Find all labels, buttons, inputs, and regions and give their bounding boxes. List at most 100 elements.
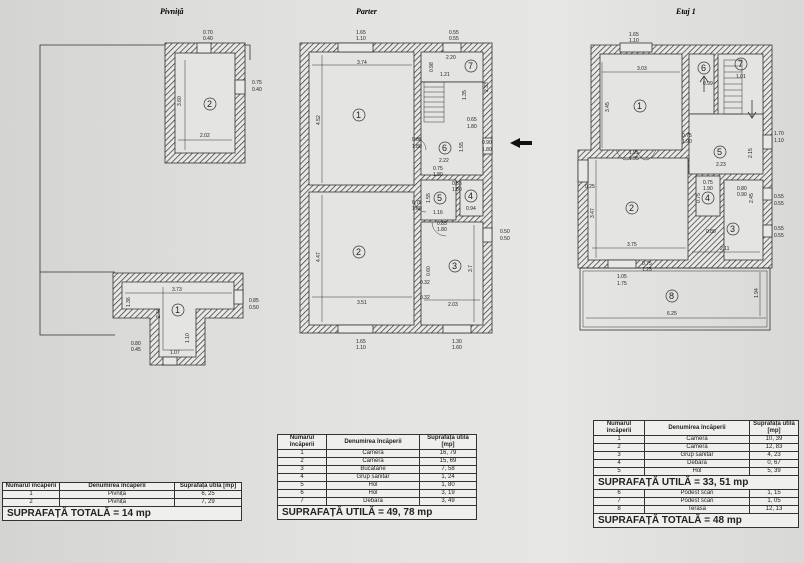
subtotal-area: SUPRAFAȚĂ UTILĂ = 33, 51 mp — [593, 475, 799, 490]
dim-label: 3.60 — [177, 96, 183, 106]
room-number: 4 — [468, 191, 473, 201]
dim-label: 0.55 — [774, 194, 784, 200]
cell: 10, 39 — [749, 435, 799, 444]
dim-label: 3.47 — [590, 208, 596, 218]
dim-label: 1.90 — [703, 186, 713, 192]
dim-label: 0.40 — [252, 87, 262, 93]
dim-label: 1.94 — [754, 288, 760, 298]
cell: 6, 25 — [174, 490, 242, 499]
cell: 12, 83 — [749, 443, 799, 452]
cell: 7, 29 — [174, 498, 242, 507]
cell: Podest scări — [644, 489, 750, 498]
plan-title-parter: Parter — [356, 7, 378, 16]
dim-label: 1.10 — [629, 38, 639, 44]
cell: Cameră — [644, 443, 750, 452]
dim-label: 0.85 — [437, 221, 447, 227]
cell: Grup sanitar — [326, 473, 420, 482]
cell: 5 — [277, 481, 327, 490]
dim-label: 1.70 — [774, 131, 784, 137]
cell: 0, 67 — [749, 459, 799, 468]
dim-label: 0.75 — [412, 200, 422, 206]
cell: 5 — [593, 467, 645, 476]
col-header: Suprafața utilă [mp] — [419, 434, 477, 450]
col-header: Denumirea încăperii — [326, 434, 420, 450]
room-number: 1 — [175, 305, 180, 315]
cell: 3 — [593, 451, 645, 460]
dim-label: 0.50 — [249, 305, 259, 311]
cell: 1, 24 — [419, 473, 477, 482]
col-header: Numărul încăperii — [2, 482, 60, 491]
cell: Hol — [644, 467, 750, 476]
room-number: 4 — [705, 193, 710, 203]
total-area: SUPRAFAȚĂ TOTALĂ = 48 mp — [593, 513, 799, 528]
dim-label: 0.75 — [433, 166, 443, 172]
dim-label: 1.16 — [433, 210, 443, 216]
dim-label: 0.32 — [420, 295, 430, 301]
dim-label: 0.60 — [426, 266, 432, 276]
cell: Cameră — [326, 457, 420, 466]
dim-label: 1.80 — [412, 206, 422, 212]
col-header: Suprafața utilă [mp] — [749, 420, 799, 436]
dim-label: 1.80 — [452, 187, 462, 193]
dim-label: 0.70 — [203, 30, 213, 36]
room-number: 7 — [738, 59, 743, 69]
dim-label: 0.50 — [500, 236, 510, 242]
dim-label: 0.75 — [682, 133, 692, 139]
dim-label: 0.90 — [482, 140, 492, 146]
cell: 2 — [2, 498, 60, 507]
dim-label: 0.55 — [774, 201, 784, 207]
cell: Cameră — [644, 435, 750, 444]
room-number: 3 — [452, 261, 457, 271]
dim-label: 1.10 — [185, 333, 191, 343]
cell: Podest scări — [644, 497, 750, 506]
col-header: Denumirea încăperii — [59, 482, 175, 491]
cell: Debara — [326, 497, 420, 506]
room-number: 8 — [669, 291, 674, 301]
entrance-arrow-icon — [510, 138, 532, 148]
dim-label: 3.75 — [627, 242, 637, 248]
dim-label: 3.51 — [357, 300, 367, 306]
room-number: 3 — [730, 224, 735, 234]
dim-label: 1.60 — [452, 345, 462, 351]
room-number: 2 — [207, 99, 212, 109]
cell: 1, 05 — [749, 497, 799, 506]
dim-label: 1.35 — [462, 90, 468, 100]
room-number: 6 — [442, 143, 447, 153]
cell: 1, 80 — [419, 481, 477, 490]
dim-label: 0.65 — [467, 117, 477, 123]
dim-label: 1.10 — [356, 36, 366, 42]
dim-label: 1.80 — [467, 124, 477, 130]
dim-label: 0.85 — [249, 298, 259, 304]
plan-title-pivnita: Pivniță — [160, 7, 184, 16]
legend-table-etaj1: Numărul încăperii Denumirea încăperii Su… — [593, 420, 799, 528]
cell: 7 — [593, 497, 645, 506]
dim-label: 0.55 — [449, 36, 459, 42]
dim-label: 1.75 — [617, 281, 627, 287]
dim-label: 3.03 — [637, 66, 647, 72]
dim-label: 0.55 — [774, 233, 784, 239]
dim-label: 1.55 — [426, 193, 432, 203]
cell: 1 — [277, 449, 327, 458]
room-number: 6 — [701, 63, 706, 73]
cell: 3 — [277, 465, 327, 474]
dim-label: 1.05 — [617, 274, 627, 280]
cell: 16, 79 — [419, 449, 477, 458]
room-number: 5 — [437, 193, 442, 203]
dim-label: 6.25 — [667, 311, 677, 317]
dim-label: 0.90 — [737, 192, 747, 198]
col-header: Suprafața utilă [mp] — [174, 482, 242, 491]
dim-label: 0.75 — [696, 193, 702, 203]
dim-label: 0.45 — [131, 347, 141, 353]
dim-label: 2.22 — [439, 158, 449, 164]
dim-label: 1.30 — [452, 339, 462, 345]
room-number: 5 — [717, 147, 722, 157]
dim-label: 2.23 — [716, 162, 726, 168]
dim-label: 0.80 — [131, 341, 141, 347]
